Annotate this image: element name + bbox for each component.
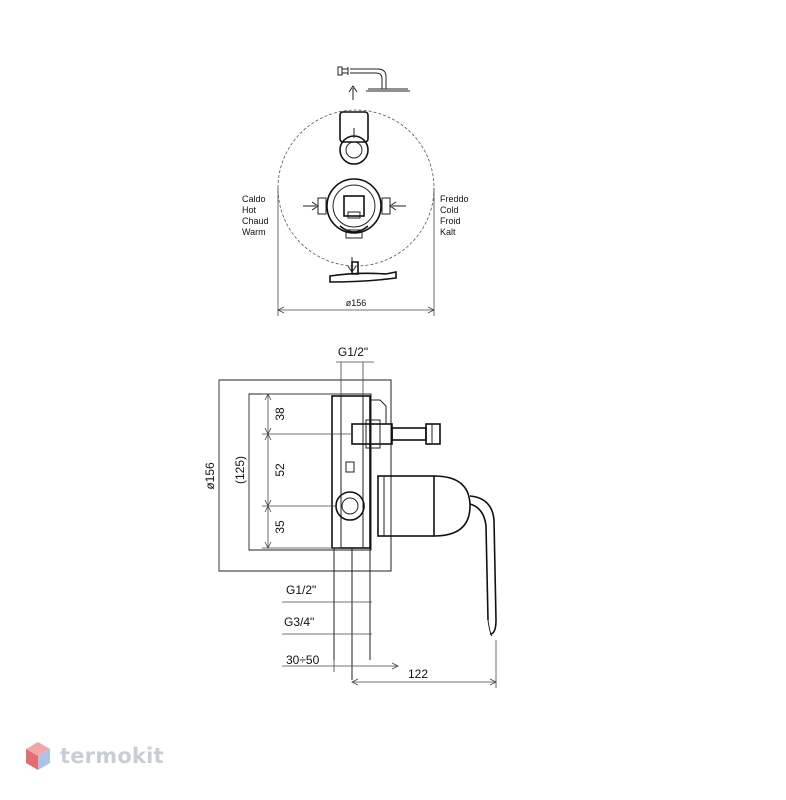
vertical-dimension-chain: 38 52 35 [262,393,352,549]
cold-label-1: Freddo [440,194,469,204]
hot-label-4: Warm [242,227,266,237]
hot-label-1: Caldo [242,194,266,204]
shower-arm-symbol [337,66,410,92]
dim-38-label: 38 [273,407,287,421]
inner-height-label: (125) [233,456,247,484]
inner-height-dimension: (125) [233,394,250,550]
dim-35-label: 35 [273,520,287,534]
projection-label: 122 [408,667,428,681]
brand-watermark: termokit [24,736,164,776]
valve-body-side [331,395,441,680]
thread-g12-label: G1/2" [286,583,316,597]
arrow-right-icon [303,201,319,211]
cold-water-labels: Freddo Cold Froid Kalt [440,194,469,237]
side-view: G1/2" [203,345,497,688]
cold-label-2: Cold [440,205,459,215]
thread-g34-label: G3/4" [284,615,314,629]
hot-water-labels: Caldo Hot Chaud Warm [242,194,269,237]
arrow-left-icon [389,201,406,211]
brand-name: termokit [60,744,164,768]
top-thread-callout: G1/2" [336,345,374,396]
outer-diameter-label: ø156 [203,462,217,490]
cold-label-3: Froid [440,216,461,226]
cold-label-4: Kalt [440,227,456,237]
depth-dimension: 30÷50 [282,653,399,672]
dim-52-label: 52 [273,463,287,477]
lever-handle [377,475,497,637]
front-diameter-dimension: ø156 [277,188,435,316]
hot-label-2: Hot [242,205,257,215]
spout-symbol [329,261,397,283]
depth-range-label: 30÷50 [286,653,320,667]
cube-logo-icon [26,742,50,770]
cover-plate-circle [277,109,435,267]
outer-height-dimension: ø156 [203,380,220,571]
valve-main-body [317,178,391,239]
front-diameter-label: ø156 [346,298,367,308]
top-thread-label: G1/2" [338,345,368,359]
projection-dimension: 122 [351,640,497,688]
valve-upper-port [339,111,369,165]
front-view: Caldo Hot Chaud Warm Freddo Cold Froid K… [242,66,469,316]
arrow-up-icon [348,85,358,100]
bottom-thread-callouts: G1/2" G3/4" [282,583,372,635]
hot-label-3: Chaud [242,216,269,226]
